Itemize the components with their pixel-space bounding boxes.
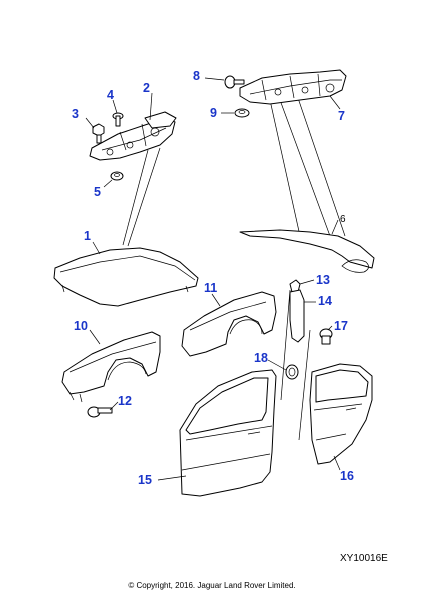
callout-18: 18: [254, 351, 268, 365]
callout-5: 5: [94, 185, 101, 199]
clip-18: [285, 364, 299, 380]
bonnet-hinge-right: [239, 69, 347, 105]
front-door-15: [179, 369, 277, 497]
callout-15: 15: [138, 473, 152, 487]
callout-8: 8: [193, 69, 200, 83]
callout-1: 1: [84, 229, 91, 243]
bolt-3: [92, 123, 105, 144]
callout-12: 12: [118, 394, 132, 408]
front-wing-panel-10: [61, 331, 161, 403]
callout-4: 4: [107, 88, 114, 102]
clip-17: [319, 328, 333, 345]
callout-3: 3: [72, 107, 79, 121]
nut-5: [110, 171, 124, 181]
rear-door-16: [309, 363, 373, 465]
callout-7: 7: [338, 109, 345, 123]
trim-strip-14: [289, 289, 305, 343]
bolt-4: [112, 112, 124, 127]
diagram-reference-code: XY10016E: [340, 553, 388, 564]
front-wing-panel-6: [239, 229, 375, 273]
bonnet-hinge-left: [89, 111, 177, 161]
bonnet-panel: [53, 247, 199, 307]
callout-10: 10: [74, 319, 88, 333]
callout-6: 6: [340, 214, 346, 225]
callout-leaders: [85, 77, 341, 481]
callout-17: 17: [334, 319, 348, 333]
front-wing-panel-11: [181, 291, 277, 357]
seal-13: [289, 279, 301, 293]
callout-14: 14: [318, 294, 332, 308]
copyright-notice: © Copyright, 2016. Jaguar Land Rover Lim…: [128, 581, 296, 590]
bolt-8: [224, 75, 245, 89]
callout-11: 11: [204, 281, 217, 295]
leader-lines: [122, 97, 346, 441]
bolt-12: [87, 406, 113, 418]
nut-9: [234, 108, 250, 118]
callout-16: 16: [340, 469, 354, 483]
callout-2: 2: [143, 81, 150, 95]
callout-9: 9: [210, 106, 217, 120]
callout-13: 13: [316, 273, 330, 287]
callout-labels: 1 2 3 4 5 6 7 8 9 10 11 12 13 14 15 16 1…: [72, 69, 354, 487]
